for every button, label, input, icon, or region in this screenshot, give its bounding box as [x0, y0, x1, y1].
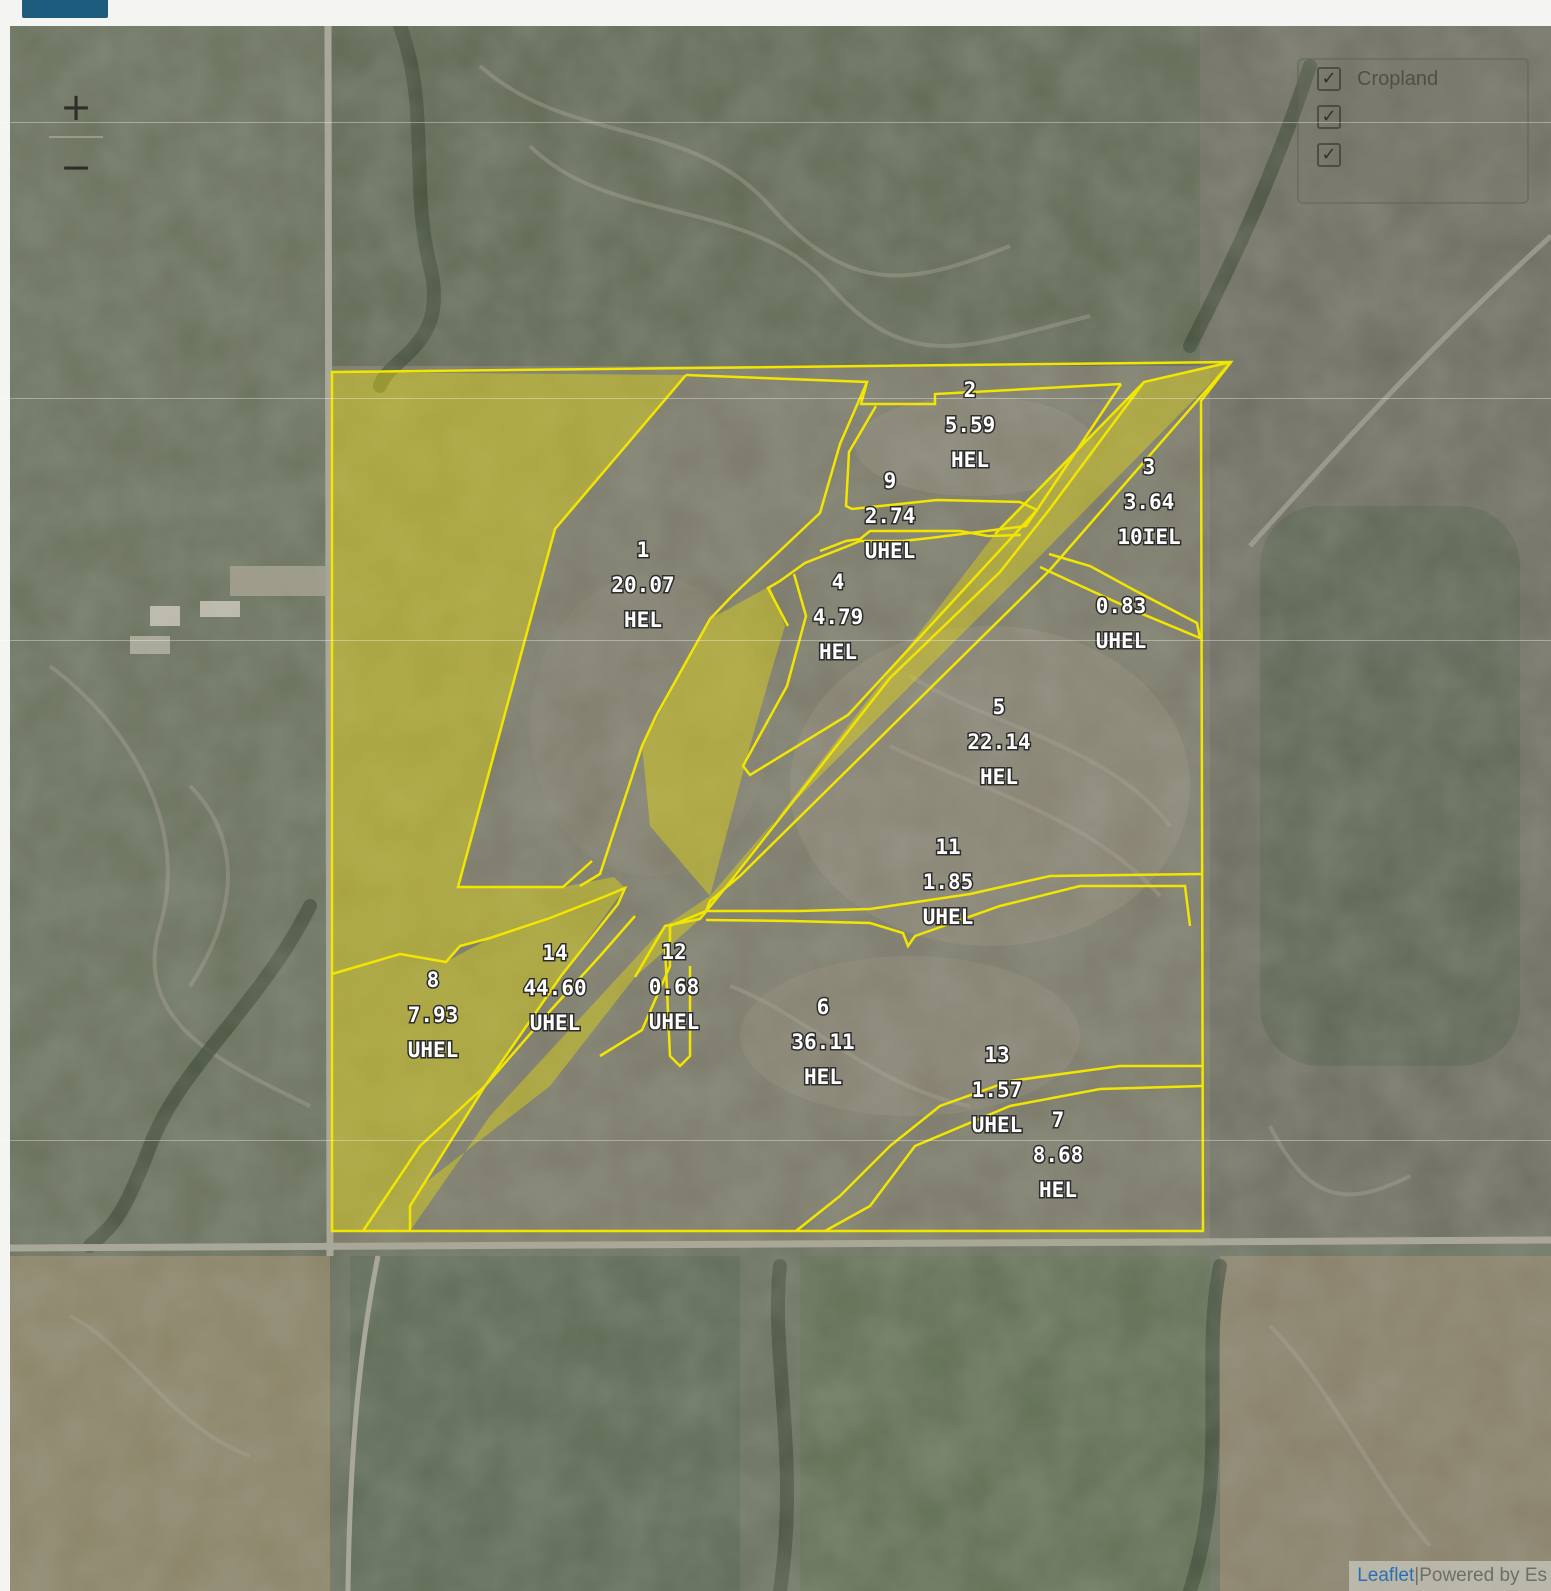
- scan-line: [0, 1140, 1551, 1141]
- field-class-label: HEL: [624, 608, 662, 632]
- leaflet-link[interactable]: Leaflet: [1357, 1565, 1415, 1586]
- field-number-label: 13: [984, 1043, 1009, 1067]
- field-acres-label: 36.11: [791, 1030, 854, 1054]
- field-class-label: HEL: [951, 448, 989, 472]
- layer-2-checkbox[interactable]: ✓: [1317, 105, 1341, 129]
- scan-line: [0, 398, 1551, 399]
- field-number-label: 8: [427, 968, 440, 992]
- layer-control: ✓ Cropland ✓ ✓: [1297, 58, 1529, 204]
- field-acres-label: 1.57: [972, 1078, 1023, 1102]
- field-number-label: 2: [964, 378, 977, 402]
- layer-row-3[interactable]: ✓: [1299, 136, 1527, 174]
- zoom-in-button[interactable]: +: [60, 85, 92, 129]
- field-number-label: 1: [637, 538, 650, 562]
- field-acres-label: 1.85: [923, 870, 974, 894]
- zoom-separator: [49, 136, 103, 138]
- layer-1-checkbox[interactable]: ✓: [1317, 67, 1341, 91]
- field-acres-label: 44.60: [523, 976, 586, 1000]
- field-class-label: UHEL: [972, 1113, 1023, 1137]
- scan-line: [0, 122, 1551, 123]
- layer-1-label: Cropland: [1357, 67, 1439, 90]
- layer-3-checkbox[interactable]: ✓: [1317, 143, 1341, 167]
- field-boundaries: [330, 360, 1234, 1233]
- field-acres-label: 7.93: [408, 1003, 459, 1027]
- field-number-label: 12: [661, 940, 686, 964]
- field-class-label: HEL: [980, 765, 1018, 789]
- field-number-label: 4: [832, 570, 845, 594]
- field-acres-label: 0.83: [1096, 594, 1147, 618]
- field-number-label: 14: [542, 941, 567, 965]
- scan-line: [0, 640, 1551, 641]
- field-acres-label: 3.64: [1124, 490, 1175, 514]
- field-acres-label: 2.74: [865, 504, 916, 528]
- field-class-label: UHEL: [865, 539, 916, 563]
- field-acres-label: 5.59: [945, 413, 996, 437]
- field-class-label: UHEL: [1096, 629, 1147, 653]
- zoom-out-button[interactable]: −: [60, 145, 92, 189]
- field-acres-label: 22.14: [967, 730, 1030, 754]
- field-acres-label: 4.79: [813, 605, 864, 629]
- field-class-label: UHEL: [923, 905, 974, 929]
- field-number-label: 6: [817, 995, 830, 1019]
- field-class-label: UHEL: [649, 1010, 700, 1034]
- app-logo: [22, 0, 108, 18]
- layer-row-1[interactable]: ✓ Cropland: [1299, 60, 1527, 98]
- field-class-label: 10IEL: [1117, 525, 1180, 549]
- field-number-label: 11: [935, 835, 960, 859]
- field-number-label: 5: [993, 695, 1006, 719]
- zoom-control: + −: [43, 78, 109, 198]
- field-number-label: 3: [1143, 455, 1156, 479]
- field-number-label: 7: [1052, 1108, 1065, 1132]
- powered-by-text: Powered by Es: [1419, 1565, 1547, 1586]
- field-acres-label: 0.68: [649, 975, 700, 999]
- map-attribution: Leaflet | Powered by Es: [1349, 1561, 1551, 1591]
- field-class-label: HEL: [819, 640, 857, 664]
- field-class-label: HEL: [804, 1065, 842, 1089]
- field-class-label: UHEL: [530, 1011, 581, 1035]
- field-acres-label: 8.68: [1033, 1143, 1084, 1167]
- field-class-label: UHEL: [408, 1038, 459, 1062]
- layer-row-2[interactable]: ✓: [1299, 98, 1527, 136]
- field-number-label: 9: [884, 469, 897, 493]
- top-bar: [0, 0, 1551, 18]
- field-acres-label: 20.07: [611, 573, 674, 597]
- field-class-label: HEL: [1039, 1178, 1077, 1202]
- attribution-separator: |: [1414, 1565, 1420, 1586]
